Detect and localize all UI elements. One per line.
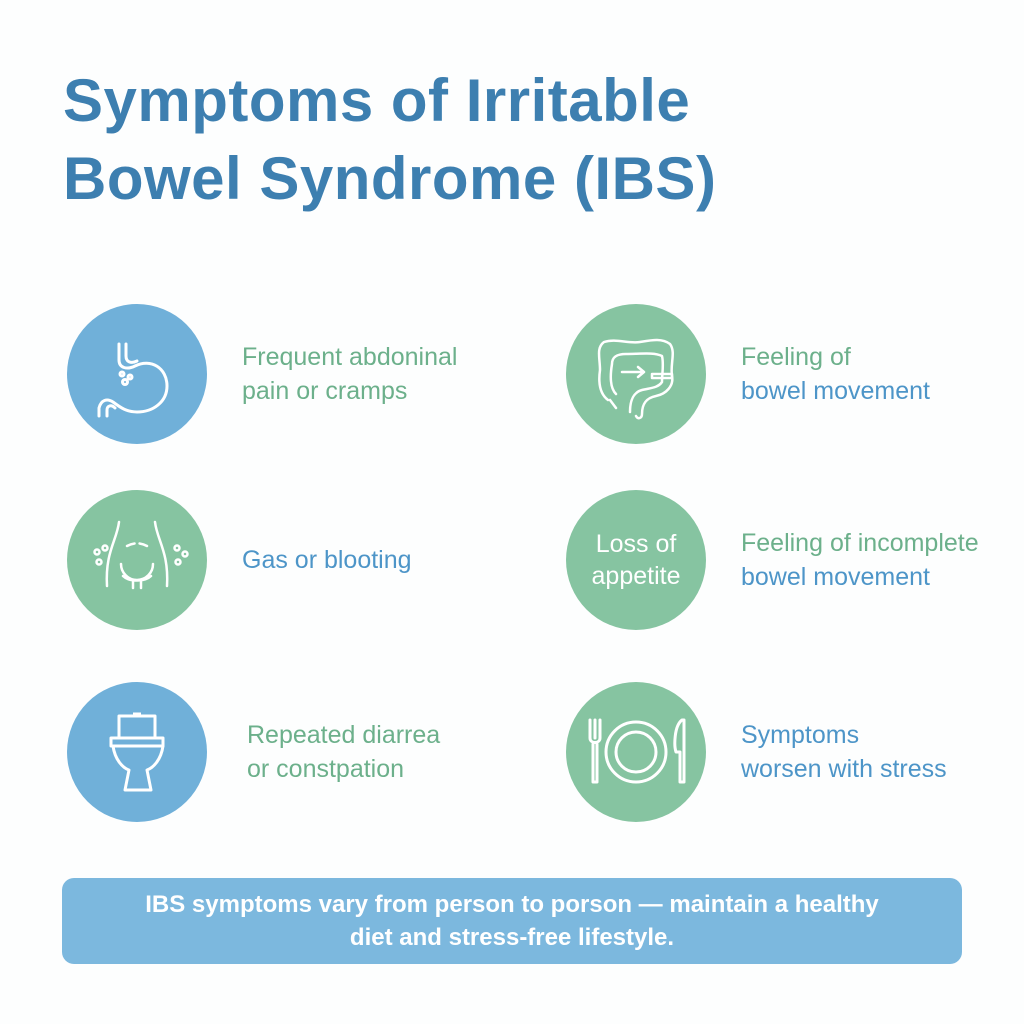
- title-line-2: Bowel Syndrome (IBS): [63, 145, 717, 212]
- symptom-label: Feeling of incomplete bowel movement: [741, 490, 979, 630]
- label-line-1: Repeated diarrea: [247, 721, 441, 749]
- label-line-1: Symptoms: [741, 721, 860, 749]
- banner-line-1: IBS symptoms vary from person to porson …: [145, 891, 879, 918]
- loss-of-appetite-badge: Loss of appetite: [566, 490, 706, 630]
- stomach-icon: [67, 304, 207, 444]
- label-line-1: Feeling of incomplete: [741, 529, 979, 557]
- badge-line-1: Loss of: [595, 530, 677, 558]
- symptom-bowel-movement: Feeling of bowel movement: [566, 304, 1024, 444]
- symptom-gas-bloating: Gas or blooting: [67, 490, 547, 630]
- label-line-1: Feeling of: [741, 343, 851, 371]
- label-line-2: bowel movement: [741, 377, 930, 405]
- label-line-2: bowel movement: [741, 563, 930, 591]
- advice-banner: IBS symptoms vary from person to porson …: [62, 878, 962, 964]
- plate-fork-knife-icon: [566, 682, 706, 822]
- symptom-label: Frequent abdoninal pain or cramps: [242, 304, 457, 444]
- symptom-abdominal-pain: Frequent abdoninal pain or cramps: [67, 304, 547, 444]
- symptom-label: Feeling of bowel movement: [741, 304, 930, 444]
- label-line-2: pain or cramps: [242, 377, 408, 405]
- toilet-icon: [67, 682, 207, 822]
- symptom-label: Gas or blooting: [242, 490, 412, 630]
- symptom-worsen-with-stress: Symptoms worsen with stress: [566, 682, 1024, 822]
- label-line-2: worsen with stress: [741, 755, 947, 783]
- symptom-loss-of-appetite: Loss of appetite Feeling of incomplete b…: [566, 490, 1024, 630]
- label-line-1: Frequent abdoninal: [242, 343, 458, 371]
- symptom-label: Repeated diarrea or constpation: [247, 682, 440, 822]
- symptom-label: Symptoms worsen with stress: [741, 682, 947, 822]
- page-title: Symptoms of Irritable Bowel Syndrome (IB…: [63, 62, 716, 218]
- intestine-icon: [566, 304, 706, 444]
- badge-line-2: appetite: [591, 562, 681, 590]
- label-line-2: or constpation: [247, 755, 405, 783]
- title-line-1: Symptoms of Irritable: [63, 67, 691, 134]
- symptom-diarrhea-constipation: Repeated diarrea or constpation: [67, 682, 547, 822]
- label-line-1: Gas or blooting: [242, 546, 412, 574]
- abdomen-bloating-icon: [67, 490, 207, 630]
- banner-line-2: diet and stress-free lifestyle.: [349, 924, 675, 951]
